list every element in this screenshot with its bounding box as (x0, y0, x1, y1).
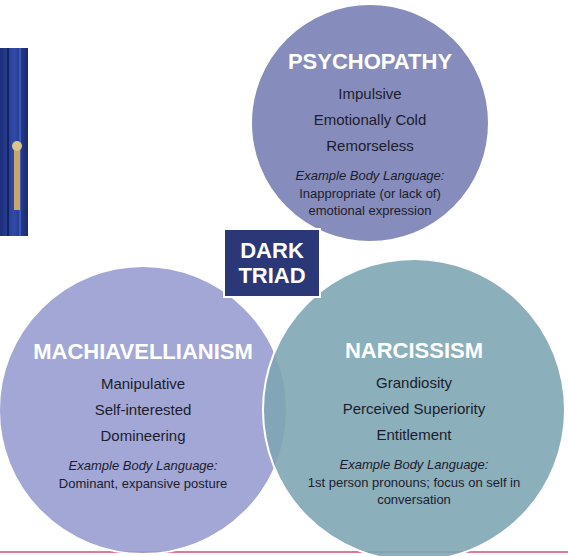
circle-title: NARCISSISM (304, 338, 524, 364)
trait-item: Domineering (12, 423, 274, 449)
trait-item: Self-interested (12, 397, 274, 423)
circle-fill (263, 259, 565, 556)
example-heading: Example Body Language: (304, 456, 524, 473)
circle-content: NARCISSISM GrandiosityPerceived Superiori… (304, 338, 524, 508)
center-label: DARK TRIAD (231, 238, 313, 288)
center-box: DARK TRIAD (223, 228, 321, 298)
example-text: Inappropriate (or lack of) emotional exp… (270, 185, 470, 219)
photo-emblem (12, 141, 22, 151)
trait-item: Remorseless (270, 133, 470, 159)
trait-circle: NARCISSISM GrandiosityPerceived Superiori… (262, 258, 566, 556)
circle-fill (0, 266, 287, 554)
photo-curtain (0, 48, 28, 236)
trait-item: Perceived Superiority (304, 396, 524, 422)
example-text: 1st person pronouns; focus on self in co… (304, 474, 524, 508)
trait-item: Entitlement (304, 422, 524, 448)
example-heading: Example Body Language: (12, 457, 274, 474)
trait-item: Grandiosity (304, 370, 524, 396)
trait-circle: PSYCHOPATHY ImpulsiveEmotionally ColdRemo… (250, 3, 490, 243)
photo-podium (14, 150, 20, 210)
circle-content: PSYCHOPATHY ImpulsiveEmotionally ColdRemo… (270, 49, 470, 219)
circle-title: MACHIAVELLIANISM (12, 339, 274, 365)
example-text: Dominant, expansive posture (12, 475, 274, 492)
trait-circle: MACHIAVELLIANISM ManipulativeSelf-interes… (0, 265, 288, 555)
circle-content: MACHIAVELLIANISM ManipulativeSelf-interes… (12, 339, 274, 492)
circle-title: PSYCHOPATHY (270, 49, 470, 75)
curtain-fold (7, 48, 9, 236)
circle-fill (251, 4, 489, 242)
trait-item: Impulsive (270, 81, 470, 107)
example-heading: Example Body Language: (270, 167, 470, 184)
trait-item: Manipulative (12, 371, 274, 397)
bottom-rule (0, 551, 568, 553)
trait-item: Emotionally Cold (270, 107, 470, 133)
